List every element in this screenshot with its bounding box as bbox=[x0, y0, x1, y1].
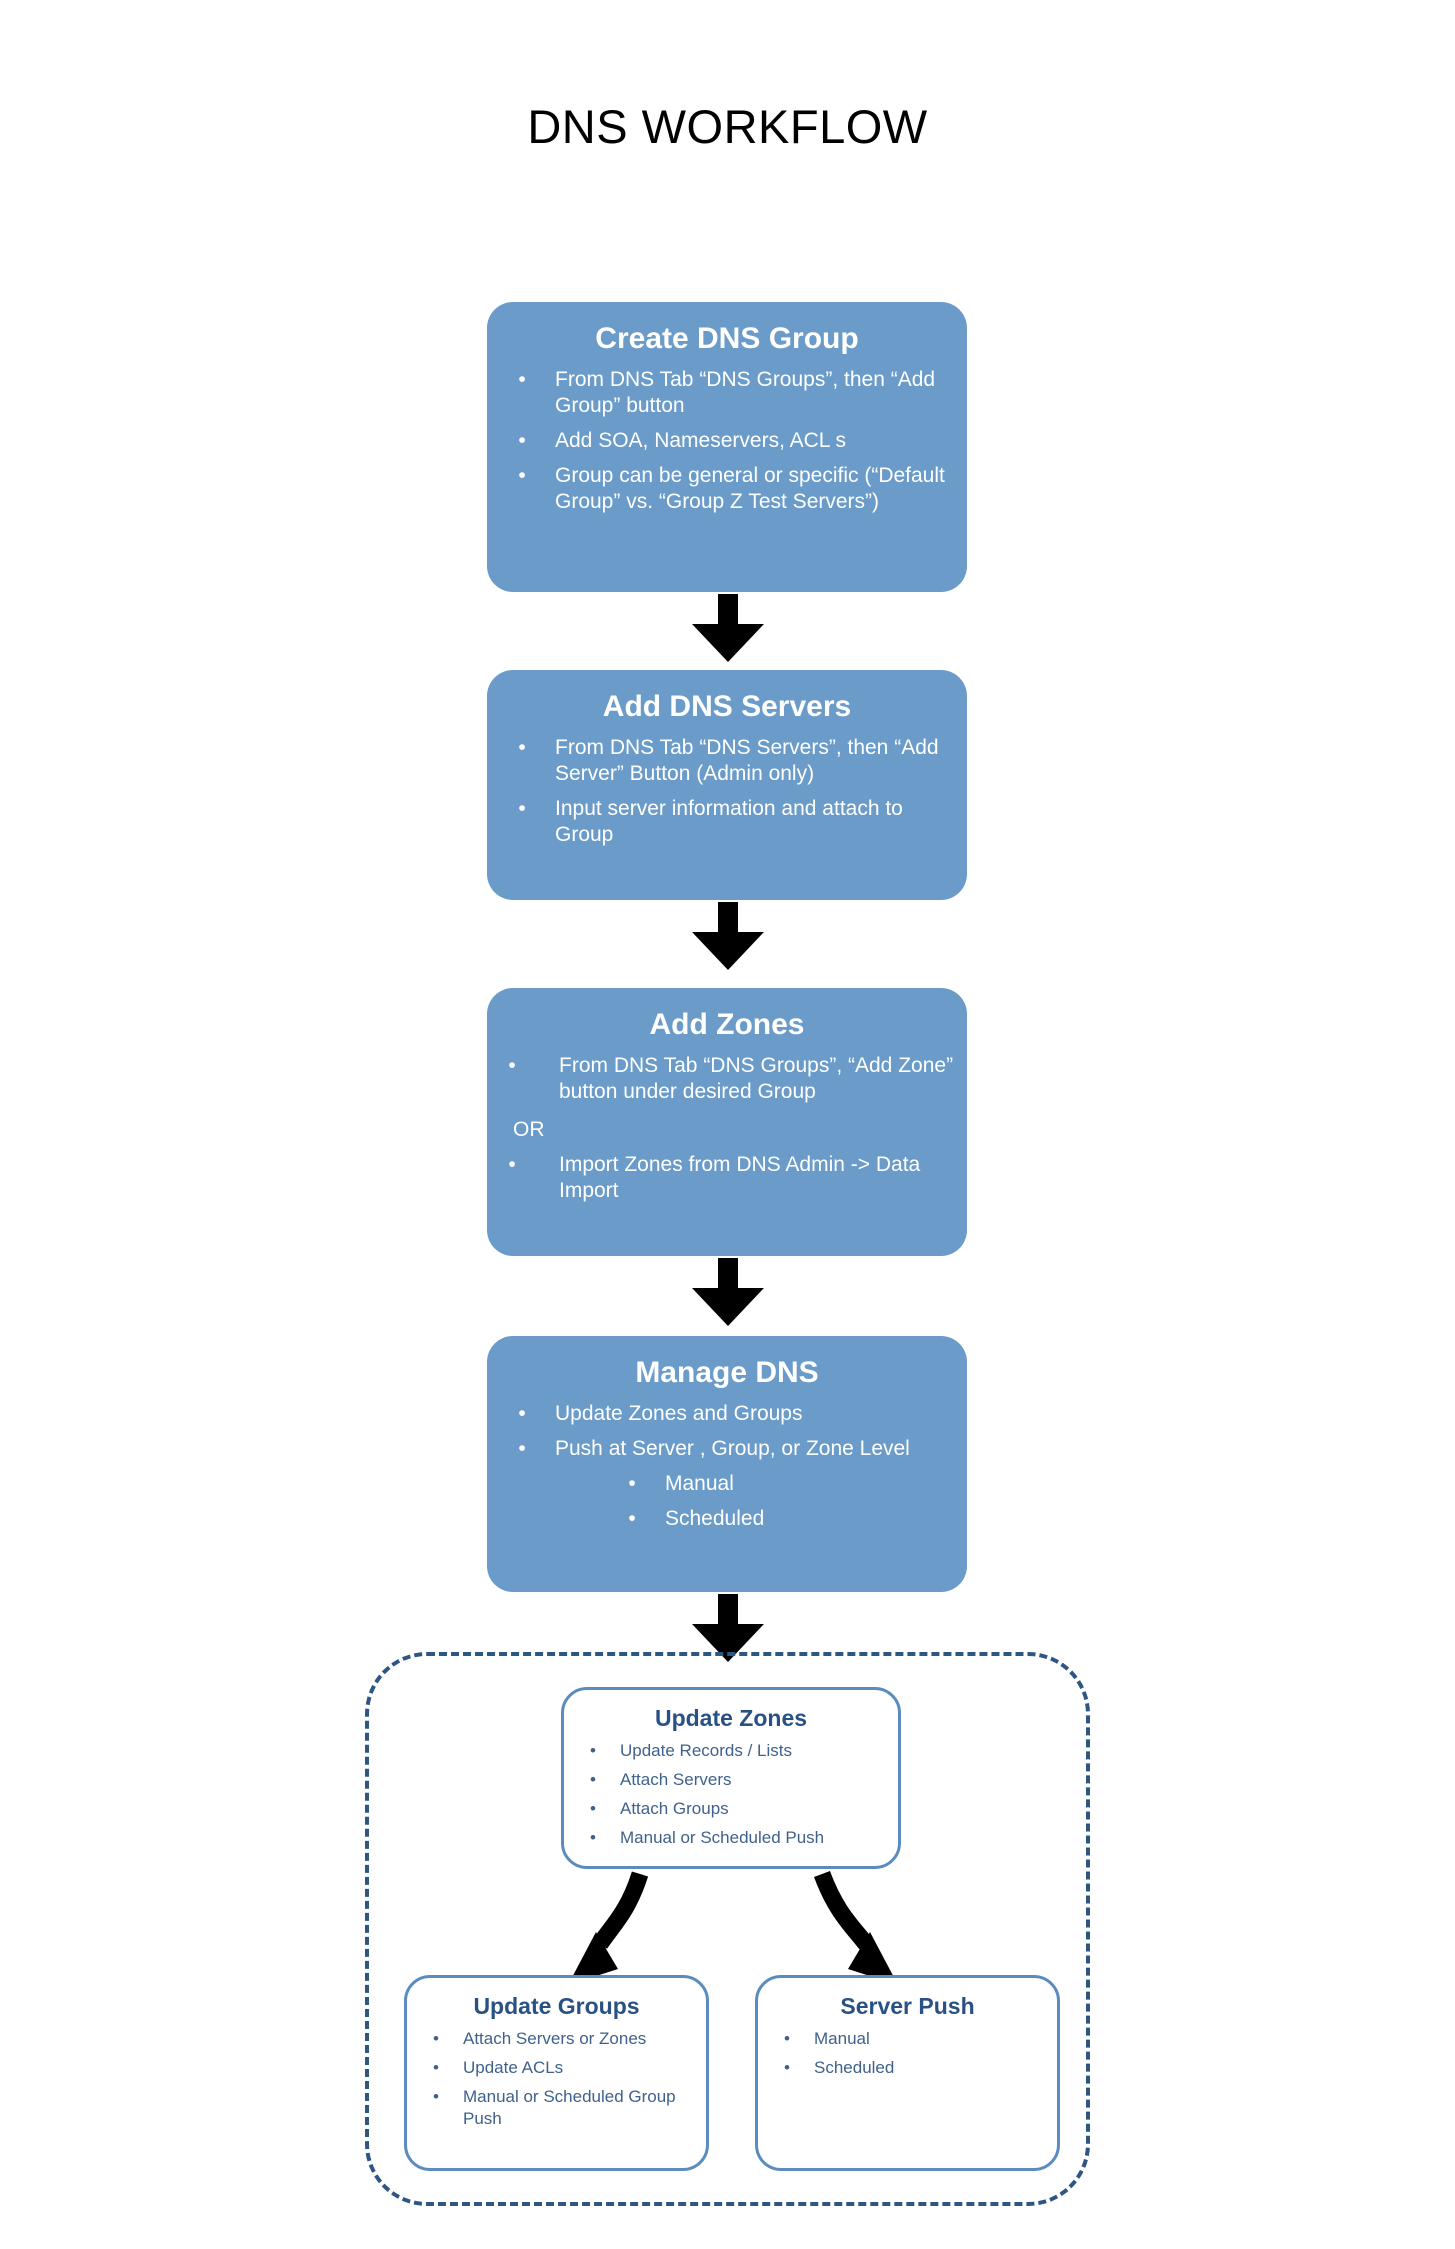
list-item: • Update Records / Lists bbox=[586, 1740, 898, 1762]
list-item: • Attach Servers bbox=[586, 1769, 898, 1791]
list-item: • Push at Server , Group, or Zone Level bbox=[513, 1436, 967, 1462]
list-item-label: Manual or Scheduled Group Push bbox=[463, 2087, 676, 2128]
process-box-title: Add DNS Servers bbox=[602, 690, 852, 723]
bullet-icon: • bbox=[518, 464, 526, 487]
page-title: DNS WORKFLOW bbox=[527, 100, 928, 153]
bullet-icon: • bbox=[518, 429, 526, 452]
list-item: • Update ACLs bbox=[429, 2057, 706, 2079]
detail-box-bullet-list: • Attach Servers or Zones • Update ACLs … bbox=[407, 2028, 706, 2130]
bullet-icon: • bbox=[518, 736, 526, 759]
arrow-head bbox=[692, 624, 764, 662]
list-item-label: Add SOA, Nameservers, ACL s bbox=[555, 429, 846, 452]
detail-box-bullet-list: • Manual • Scheduled bbox=[758, 2028, 1057, 2079]
process-box-bullet-list: • From DNS Tab “DNS Servers”, then “Add … bbox=[487, 735, 967, 848]
bullet-icon: • bbox=[508, 1054, 516, 1077]
list-item-label: Scheduled bbox=[665, 1507, 765, 1530]
arrow-down-icon-4 bbox=[692, 1594, 764, 1662]
process-box-add-dns-servers[interactable]: Add DNS Servers • From DNS Tab “DNS Serv… bbox=[487, 670, 967, 900]
arrow-down-icon-3 bbox=[692, 1258, 764, 1326]
arrow-shaft bbox=[718, 902, 738, 936]
detail-box-bullet-list: • Update Records / Lists • Attach Server… bbox=[564, 1740, 898, 1849]
list-item: • From DNS Tab “DNS Groups”, “Add Zone” … bbox=[503, 1053, 967, 1105]
or-separator-label: OR bbox=[513, 1118, 545, 1141]
detail-box-title: Update Groups bbox=[473, 1993, 640, 2019]
list-item: • Add SOA, Nameservers, ACL s bbox=[513, 428, 967, 454]
process-box-bullet-list: • From DNS Tab “DNS Groups”, “Add Zone” … bbox=[487, 1053, 967, 1105]
arrow-shaft bbox=[718, 1258, 738, 1292]
list-item-label: Group can be general or specific (“Defau… bbox=[555, 464, 945, 513]
list-item-label: Scheduled bbox=[814, 2058, 895, 2077]
arrow-head bbox=[692, 1288, 764, 1326]
list-item: • From DNS Tab “DNS Groups”, then “Add G… bbox=[513, 367, 967, 419]
process-box-create-dns-group[interactable]: Create DNS Group • From DNS Tab “DNS Gro… bbox=[487, 302, 967, 592]
list-item: • Manual or Scheduled Push bbox=[586, 1827, 898, 1849]
list-item: • Update Zones and Groups bbox=[513, 1401, 967, 1427]
dashed-group-container bbox=[365, 1652, 1090, 2206]
list-item: • From DNS Tab “DNS Servers”, then “Add … bbox=[513, 735, 967, 787]
process-box-add-zones[interactable]: Add Zones • From DNS Tab “DNS Groups”, “… bbox=[487, 988, 967, 1256]
process-box-title: Manage DNS bbox=[635, 1356, 819, 1389]
detail-box-update-zones[interactable]: Update Zones • Update Records / Lists • … bbox=[561, 1687, 901, 1869]
list-item: • Group can be general or specific (“Def… bbox=[513, 463, 967, 515]
detail-box-title: Server Push bbox=[840, 1993, 975, 2019]
arrow-shaft bbox=[718, 594, 738, 628]
list-item: • Scheduled bbox=[780, 2057, 1057, 2079]
list-item-sub: • Scheduled bbox=[623, 1506, 967, 1532]
bullet-icon: • bbox=[628, 1507, 636, 1530]
arrow-down-icon-2 bbox=[692, 902, 764, 970]
bullet-icon: • bbox=[628, 1472, 636, 1495]
list-item-label: Manual bbox=[665, 1472, 734, 1495]
bullet-icon: • bbox=[433, 2087, 439, 2106]
list-item-label: From DNS Tab “DNS Groups”, “Add Zone” bu… bbox=[559, 1054, 954, 1103]
process-box-manage-dns[interactable]: Manage DNS • Update Zones and Groups • P… bbox=[487, 1336, 967, 1592]
bullet-icon: • bbox=[433, 2029, 439, 2048]
list-item: • Attach Groups bbox=[586, 1798, 898, 1820]
arrow-down-icon-1 bbox=[692, 594, 764, 662]
list-item-label: Update Zones and Groups bbox=[555, 1402, 803, 1425]
list-item-sub: • Manual bbox=[623, 1471, 967, 1497]
arrow-head bbox=[692, 932, 764, 970]
bullet-icon: • bbox=[518, 368, 526, 391]
list-item: • Manual bbox=[780, 2028, 1057, 2050]
bullet-icon: • bbox=[518, 1437, 526, 1460]
list-item-label: Input server information and attach to G… bbox=[555, 797, 903, 846]
list-item-label: Manual or Scheduled Push bbox=[620, 1828, 825, 1847]
process-box-title: Create DNS Group bbox=[595, 322, 859, 355]
detail-box-update-groups[interactable]: Update Groups • Attach Servers or Zones … bbox=[404, 1975, 709, 2171]
list-item-label: From DNS Tab “DNS Groups”, then “Add Gro… bbox=[555, 368, 936, 417]
bullet-icon: • bbox=[590, 1741, 596, 1760]
process-box-bullet-list-2: • Import Zones from DNS Admin -> Data Im… bbox=[487, 1152, 967, 1204]
bullet-icon: • bbox=[518, 797, 526, 820]
bullet-icon: • bbox=[508, 1153, 516, 1176]
process-box-bullet-list: • Update Zones and Groups • Push at Serv… bbox=[487, 1401, 967, 1532]
detail-box-title: Update Zones bbox=[654, 1705, 808, 1731]
list-item-label: Attach Groups bbox=[620, 1799, 729, 1818]
list-item: • Manual or Scheduled Group Push bbox=[429, 2086, 706, 2130]
list-item-label: Push at Server , Group, or Zone Level bbox=[555, 1437, 910, 1460]
detail-box-server-push[interactable]: Server Push • Manual • Scheduled bbox=[755, 1975, 1060, 2171]
bullet-icon: • bbox=[590, 1799, 596, 1818]
list-item: • Input server information and attach to… bbox=[513, 796, 967, 848]
process-box-title: Add Zones bbox=[649, 1008, 805, 1041]
bullet-icon: • bbox=[590, 1828, 596, 1847]
list-item-label: Update ACLs bbox=[463, 2058, 564, 2077]
list-item-label: Attach Servers or Zones bbox=[463, 2029, 647, 2048]
bullet-icon: • bbox=[784, 2058, 790, 2077]
list-item-label: Manual bbox=[814, 2029, 870, 2048]
bullet-icon: • bbox=[784, 2029, 790, 2048]
list-item-label: Attach Servers bbox=[620, 1770, 732, 1789]
bullet-icon: • bbox=[518, 1402, 526, 1425]
list-item-label: Update Records / Lists bbox=[620, 1741, 792, 1760]
arrow-shaft bbox=[718, 1594, 738, 1628]
list-item-label: Import Zones from DNS Admin -> Data Impo… bbox=[559, 1153, 921, 1202]
process-box-bullet-list: • From DNS Tab “DNS Groups”, then “Add G… bbox=[487, 367, 967, 515]
list-item: • Attach Servers or Zones bbox=[429, 2028, 706, 2050]
bullet-icon: • bbox=[590, 1770, 596, 1789]
list-item: • Import Zones from DNS Admin -> Data Im… bbox=[503, 1152, 967, 1204]
bullet-icon: • bbox=[433, 2058, 439, 2077]
list-item-label: From DNS Tab “DNS Servers”, then “Add Se… bbox=[555, 736, 939, 785]
